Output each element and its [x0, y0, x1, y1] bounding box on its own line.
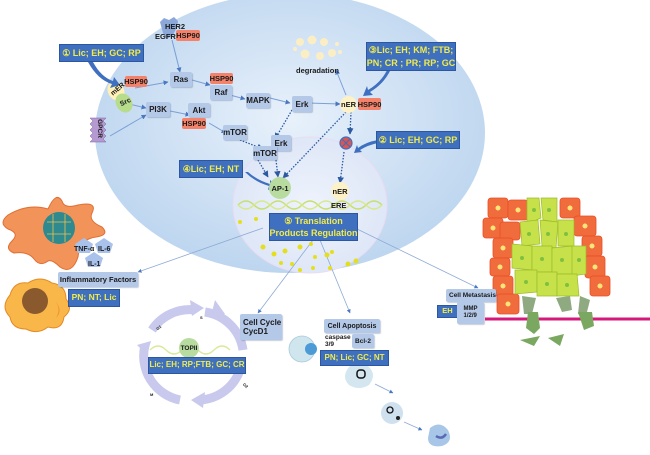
inflammation-drugs: PN; NT; Lic [68, 289, 120, 307]
ere-label: ERE [331, 201, 347, 210]
mast-cell-icon [4, 278, 70, 333]
hsp90-egfr: HSP90 [176, 30, 200, 41]
node-mapk: MAPK [246, 93, 270, 108]
cell-cycle-box: Cell Cycle CycD1 [240, 314, 282, 340]
metastasis-drugs: EH [437, 305, 458, 318]
mmp-box: MMP 1/2/9 [457, 302, 484, 324]
cell-cycle-drugs: Lic; EH; RP;FTB; GC; CR [148, 357, 246, 374]
translation-products [238, 217, 359, 272]
hsp90-mer: HSP90 [124, 76, 148, 87]
bcl2-box: Bcl-2 [352, 334, 374, 348]
hsp90-ner: HSP90 [357, 98, 382, 110]
callout-1-arrow [88, 62, 120, 88]
node-mtor-cytoplasm: mTOR [223, 125, 247, 140]
egfr-label: EGFR [155, 32, 176, 41]
hsp90-raf: HSP90 [209, 73, 234, 84]
phase-m: M [150, 392, 154, 397]
degradation-icon [293, 35, 342, 60]
node-erk-cytoplasm: Erk [292, 96, 312, 112]
tnf-alpha-icon [75, 238, 93, 253]
gpcr-label: GPCR [95, 119, 103, 138]
gpcr-receptor-icon [89, 117, 107, 143]
cell-cycle-title: Cell Cycle [243, 318, 282, 327]
src-icon [115, 93, 133, 113]
node-ner-nucleus: nER [331, 182, 349, 200]
node-mtor-nucleus: mTOR [253, 146, 277, 160]
her2-receptor-icon [160, 17, 178, 39]
callout-5-translation: ⑤ Translation Products Regulation [269, 213, 358, 241]
callout-1-drugs: ① Lic; EH; GC; RP [59, 44, 144, 62]
tumor-tissue-icon [482, 197, 611, 316]
inflammatory-factors-box: Inflammatory Factors [58, 272, 138, 287]
node-ras: Ras [170, 72, 192, 87]
il1-icon [85, 252, 103, 267]
callout-2-arrow [354, 140, 378, 153]
node-ap1: AP-1 [269, 177, 291, 199]
node-topii: TOPII [179, 338, 199, 358]
il1-label: IL-1 [88, 261, 101, 268]
apoptosis-drugs: PN; Lic; GC; NT [320, 350, 389, 366]
blocked-ner-icon [339, 136, 353, 150]
her2-label: HER2 [165, 22, 186, 31]
cell-cycle-ring [139, 305, 248, 405]
hsp90-akt: HSP90 [182, 118, 206, 129]
tnf-alpha-label: TNF-α [74, 246, 95, 253]
callout-3-arrow [363, 68, 391, 96]
callout-4-drugs: ④Lic; EH; NT [179, 160, 243, 178]
phase-s: S [200, 315, 203, 320]
cell-cycle-cycd1: CycD1 [243, 327, 268, 336]
node-ner-cytoplasm: nER [340, 96, 357, 113]
node-raf: Raf [210, 85, 232, 100]
caspase-label: caspase 3/9 [325, 334, 351, 348]
macrophage-icon [2, 196, 106, 270]
apoptotic-cells-icon [288, 335, 450, 447]
il6-icon [95, 238, 113, 253]
cell-metastasis-box: Cell Metastasis [446, 289, 496, 302]
il6-label: IL-6 [98, 246, 111, 253]
callout-3-drugs: ③Lic; EH; KM; FTB; PN; CR ; PR; RP; GC [366, 42, 456, 71]
degradation-label: degradation [296, 66, 339, 75]
callout-2-drugs: ② Lic; EH; GC; RP [376, 131, 460, 149]
node-akt: Akt [188, 103, 210, 117]
dna-helix [237, 200, 383, 210]
node-pi3k: PI3K [146, 102, 170, 117]
cell-apoptosis-box: Cell Apoptosis [324, 319, 380, 333]
